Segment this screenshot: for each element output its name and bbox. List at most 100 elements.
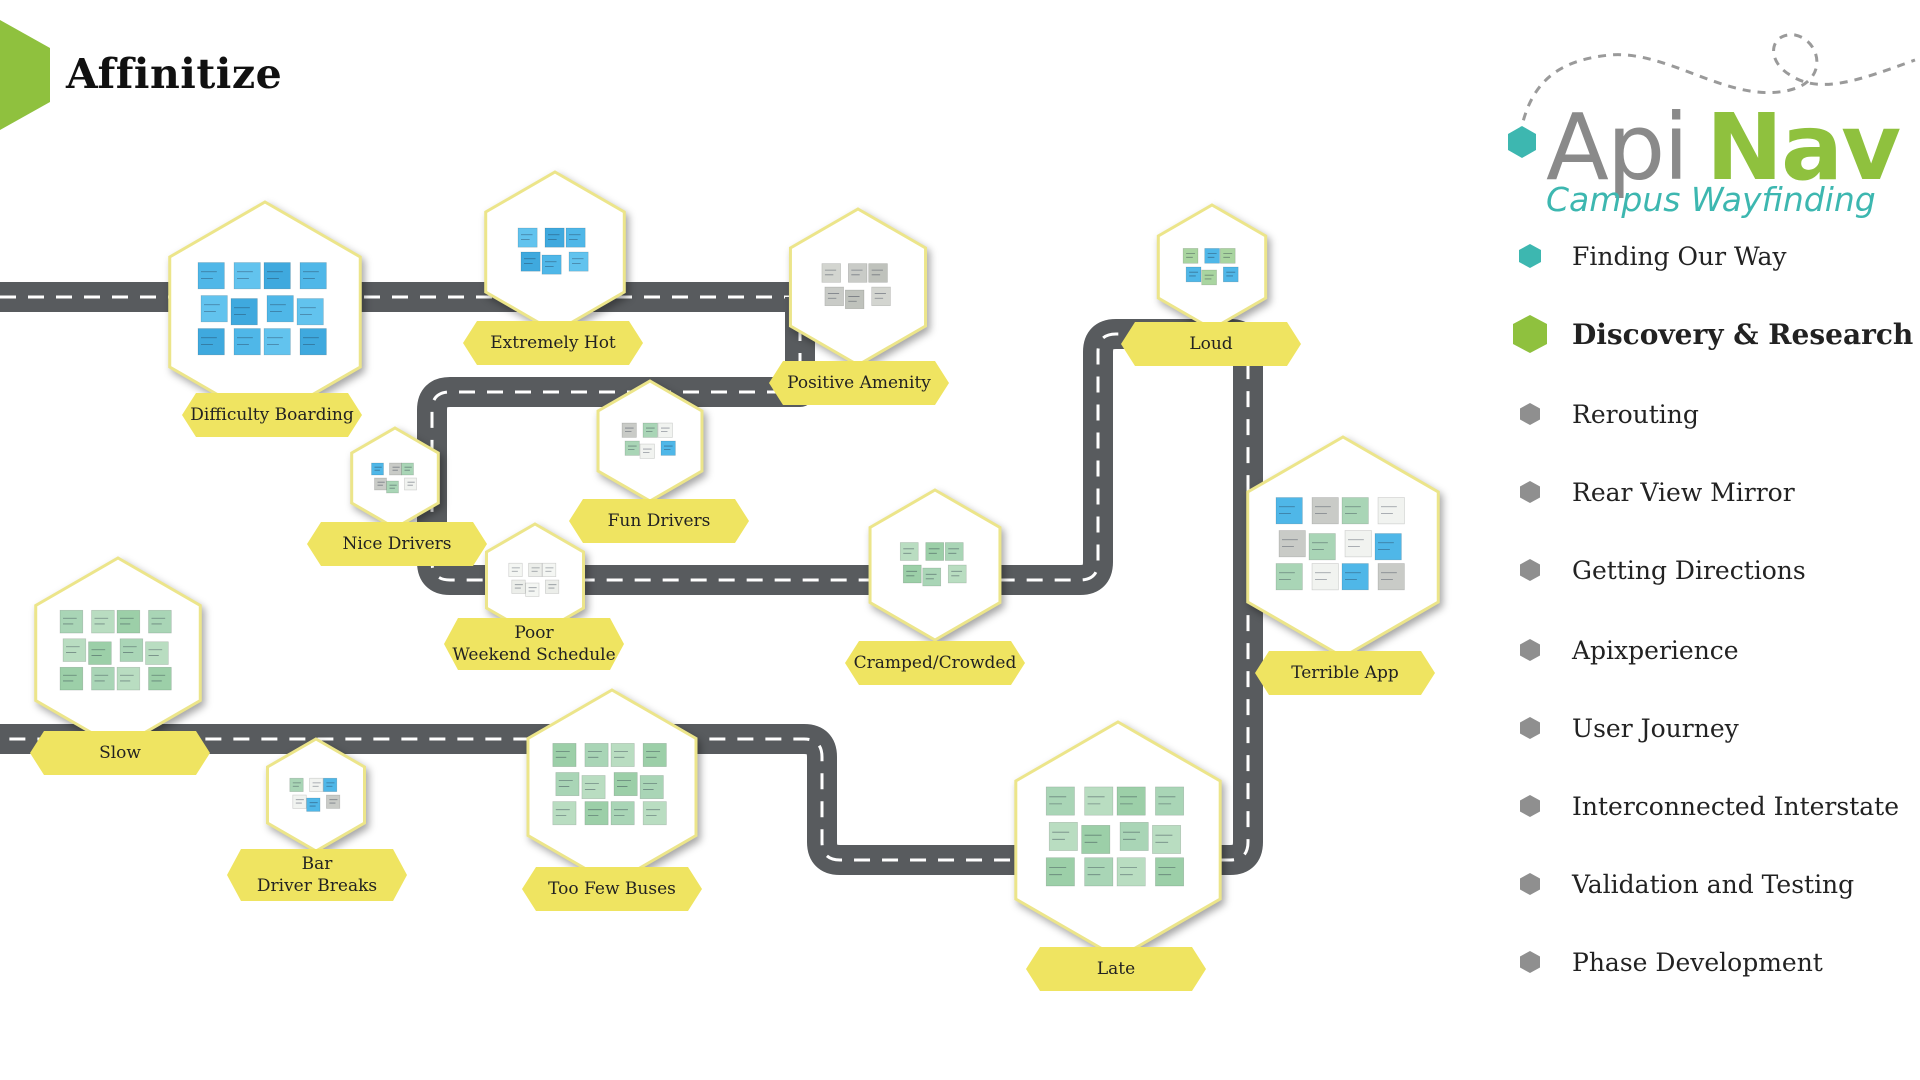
sticky-note-scribble <box>646 427 655 433</box>
sticky-note <box>922 567 942 587</box>
sticky-note <box>1155 857 1185 887</box>
sticky-note-scribble <box>404 466 412 471</box>
sticky-note-scribble <box>827 293 840 299</box>
sticky-note-scribble <box>120 674 134 682</box>
gray-hexagon-icon <box>1500 384 1560 444</box>
sticky-note-scribble <box>528 587 537 592</box>
cluster-label-plate <box>307 522 487 566</box>
nav-item-user-journey[interactable]: User Journey <box>1500 698 1920 758</box>
sticky-note <box>541 254 562 275</box>
sticky-note-scribble <box>374 466 382 471</box>
sticky-note <box>565 227 586 248</box>
nav-item-discovery-research[interactable]: Discovery & Research <box>1500 304 1920 364</box>
cluster-fun-drivers[interactable] <box>569 379 749 543</box>
sticky-note-scribble <box>531 567 540 572</box>
sticky-note-scribble <box>521 234 533 240</box>
sticky-note-scribble <box>851 269 863 276</box>
cluster-label: Nice Drivers <box>342 534 452 554</box>
sticky-note <box>1223 266 1239 283</box>
cluster-too-few-buses[interactable] <box>522 688 702 911</box>
sticky-note-scribble <box>91 649 106 656</box>
sticky-note-scribble <box>524 258 536 264</box>
nav-item-rear-view-mirror[interactable]: Rear View Mirror <box>1500 462 1920 522</box>
title-accent-tab <box>0 20 50 130</box>
nav-item-phase-development[interactable]: Phase Development <box>1500 932 1920 992</box>
sticky-note-scribble <box>1049 867 1067 876</box>
sticky-note-scribble <box>848 296 860 302</box>
sticky-note <box>233 262 261 290</box>
cluster-slow[interactable] <box>30 556 210 775</box>
sticky-note-scribble <box>587 751 602 758</box>
cluster-hexagon <box>266 737 366 853</box>
sticky-note-scribble <box>1348 539 1364 547</box>
sticky-note <box>309 777 324 792</box>
sticky-note-scribble <box>1155 834 1173 843</box>
sticky-note <box>1182 248 1199 264</box>
sticky-note <box>1311 563 1339 591</box>
sticky-note-scribble <box>871 269 883 276</box>
cluster-late[interactable] <box>1014 720 1222 991</box>
sticky-note <box>1152 824 1182 854</box>
cluster-terrible-app[interactable] <box>1246 435 1440 695</box>
sticky-note-scribble <box>392 466 400 471</box>
sticky-note-scribble <box>1120 867 1137 876</box>
sticky-note-scribble <box>63 674 77 682</box>
nav-item-validation-testing[interactable]: Validation and Testing <box>1500 854 1920 914</box>
nav-item-interconnected-interstate[interactable]: Interconnected Interstate <box>1500 776 1920 836</box>
sticky-note-scribble <box>1189 271 1199 277</box>
sticky-note <box>621 422 637 438</box>
nav-item-label: Apixperience <box>1572 635 1739 665</box>
sticky-note <box>642 801 667 826</box>
sticky-note <box>520 251 541 272</box>
nav-item-rerouting[interactable]: Rerouting <box>1500 384 1920 444</box>
cluster-bar-driver-breaks[interactable] <box>227 737 407 901</box>
sticky-note <box>306 797 321 812</box>
sticky-note <box>1201 269 1217 286</box>
cluster-nice-drivers[interactable] <box>307 426 487 566</box>
sticky-note <box>944 542 964 561</box>
sticky-note-scribble <box>66 646 80 653</box>
cluster-poor-weekend-schedule[interactable] <box>444 522 624 670</box>
sticky-note-scribble <box>309 802 318 807</box>
sticky-note <box>555 772 580 797</box>
sticky-note-scribble <box>1123 831 1140 840</box>
sticky-note <box>642 743 667 767</box>
sticky-note <box>517 227 538 248</box>
gray-hexagon-icon <box>1500 540 1560 600</box>
nav-item-getting-directions[interactable]: Getting Directions <box>1500 540 1920 600</box>
sticky-note-scribble <box>584 783 599 790</box>
sticky-note-scribble <box>201 337 217 345</box>
cluster-cramped-crowded[interactable] <box>845 488 1025 685</box>
sticky-note <box>844 289 865 310</box>
cluster-difficulty-boarding[interactable] <box>168 200 362 437</box>
nav-item-finding-our-way[interactable]: Finding Our Way <box>1500 226 1920 286</box>
cluster-extremely-hot[interactable] <box>463 170 643 365</box>
cluster-label-plate <box>182 393 362 437</box>
cluster-hexagon <box>168 200 362 424</box>
sticky-note-scribble <box>295 799 304 804</box>
sticky-note <box>326 794 341 809</box>
cluster-positive-amenity[interactable] <box>769 207 949 405</box>
sticky-note <box>1275 563 1303 591</box>
nav-item-label: User Journey <box>1572 713 1739 743</box>
sticky-note <box>868 263 888 283</box>
cluster-loud[interactable] <box>1121 203 1301 366</box>
sticky-note-scribble <box>300 307 316 315</box>
nav-item-label: Rear View Mirror <box>1572 477 1795 507</box>
sticky-note-scribble <box>614 751 628 758</box>
sticky-note <box>116 609 141 634</box>
sticky-note <box>581 775 606 800</box>
cluster-hexagon <box>526 688 698 886</box>
nav-item-apixperience[interactable]: Apixperience <box>1500 620 1920 680</box>
cluster-label: Too Few Buses <box>548 879 676 899</box>
sticky-note-scribble <box>377 481 385 486</box>
sticky-note <box>660 440 676 456</box>
sticky-note <box>296 298 324 326</box>
sticky-note-scribble <box>1049 796 1067 805</box>
page-title: Affinitize <box>66 50 283 98</box>
green-hexagon-icon <box>1500 304 1560 364</box>
sticky-note-scribble <box>664 445 673 451</box>
sticky-note <box>1341 497 1369 525</box>
sticky-note-scribble <box>617 780 631 787</box>
